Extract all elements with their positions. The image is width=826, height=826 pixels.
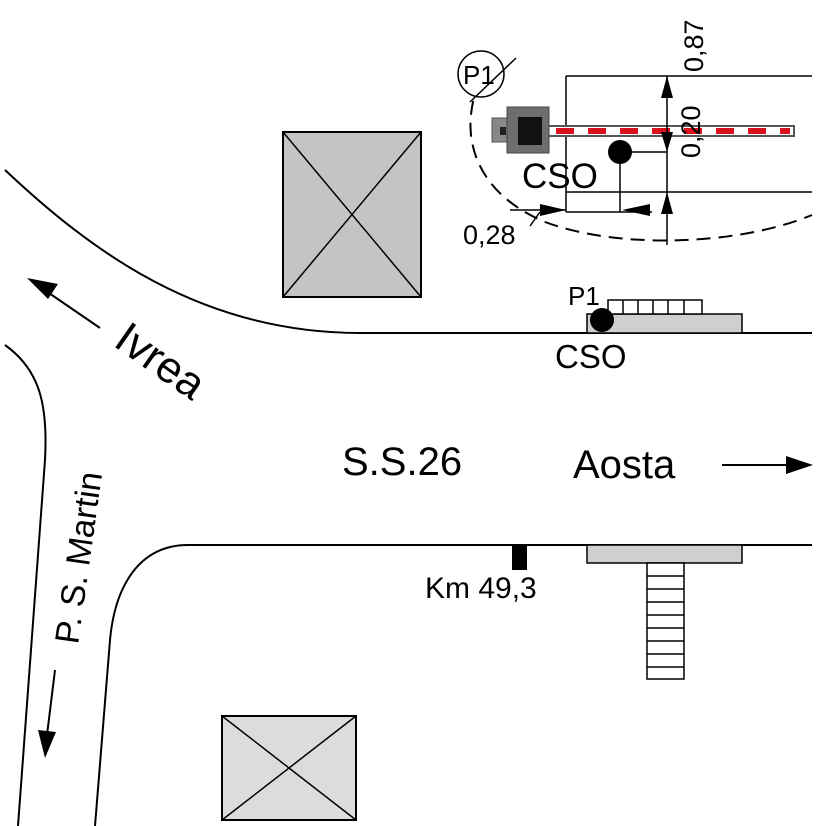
- detail-view: [457, 50, 813, 245]
- dimension-020: 0,20: [676, 105, 706, 158]
- road-edges: [4, 169, 812, 826]
- building-top: [282, 131, 422, 298]
- dimension-087: 0,87: [679, 19, 709, 72]
- road-edge-lower: [94, 544, 812, 826]
- p1-callout-circle: [457, 50, 505, 98]
- label-aosta: Aosta: [573, 443, 676, 487]
- label-km: Km 49,3: [425, 572, 537, 605]
- barrier-swing-arc: [469, 79, 813, 242]
- label-cso-detail: CSO: [522, 157, 598, 196]
- crosswalk-ladder: [646, 562, 685, 680]
- side-road-edge: [4, 344, 47, 826]
- road-edge-upper-left: [4, 169, 812, 334]
- cso-sensor-detail: [608, 140, 632, 164]
- dimension-028: 0,28: [463, 220, 516, 250]
- km-marker: [512, 545, 527, 570]
- lower-island: [586, 544, 743, 564]
- p1-barrier-plan: [607, 299, 703, 315]
- label-ivrea: Ivrea: [106, 313, 215, 410]
- cso-sensor-main: [590, 308, 614, 332]
- building-bottom: [221, 715, 357, 821]
- barrier-body: [491, 106, 550, 154]
- label-p1-main: P1: [568, 281, 600, 311]
- label-road: S.S.26: [342, 440, 462, 484]
- arrow-aosta: [722, 456, 813, 474]
- arrow-ps-martin: [38, 669, 56, 758]
- arrow-ivrea: [27, 278, 101, 329]
- label-cso-main: CSO: [555, 338, 627, 375]
- label-ps-martin: P. S. Martin: [48, 469, 110, 646]
- label-p1-callout: P1: [463, 60, 495, 90]
